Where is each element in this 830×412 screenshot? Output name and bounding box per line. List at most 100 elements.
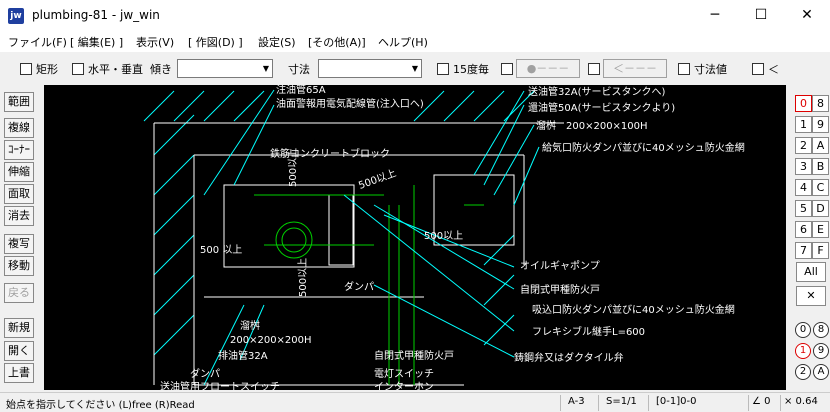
tool-new[interactable]: 新規: [4, 318, 34, 338]
maximize-button[interactable]: ☐: [754, 7, 768, 23]
label-clearance-d: 500以上: [424, 230, 463, 242]
label-fire-door-b: 自閉式甲種防火戸: [374, 349, 454, 362]
group-8[interactable]: 8: [813, 322, 829, 338]
close-button[interactable]: ✕: [801, 7, 813, 23]
deg15-label: 15度毎: [453, 63, 489, 76]
dimension-label: 寸法: [288, 63, 310, 76]
drawing-canvas[interactable]: 注油管65A 油面警報用電気配線管(注入口へ) 送油管32A(サービスタンクへ)…: [44, 85, 786, 390]
label-cast-valve: 鋳鋼弁又はダクタイル弁: [514, 351, 624, 364]
label-rc-block: 鉄筋コンクリートブロック: [270, 147, 390, 160]
layer-f[interactable]: F: [812, 242, 829, 259]
tool-erase[interactable]: 消去: [4, 206, 34, 226]
dim-value-checkbox[interactable]: [678, 63, 690, 75]
label-drain-pit: 溜桝 200×200×100H: [536, 119, 648, 132]
status-scale[interactable]: S=1/1: [606, 396, 637, 407]
label-light-switch: 電灯スイッチ: [374, 368, 434, 380]
status-hint: 始点を指示してください (L)free (R)Read: [6, 400, 195, 411]
tool-move[interactable]: 移動: [4, 256, 34, 276]
layer-e[interactable]: E: [812, 221, 829, 238]
lt-checkbox[interactable]: [752, 63, 764, 75]
hv-checkbox[interactable]: [72, 63, 84, 75]
status-paper[interactable]: A-3: [568, 396, 585, 407]
label-clearance-b: 500以上: [287, 148, 299, 187]
label-gear-pump: オイルギャポンプ: [520, 260, 600, 272]
tool-range[interactable]: 範囲: [4, 92, 34, 112]
tool-corner[interactable]: ｺｰﾅｰ: [4, 140, 34, 160]
tool-save[interactable]: 上書: [4, 363, 34, 383]
toolbar: 矩形 水平・垂直 傾き ▼ 寸法 ▼ 15度毎 ●－－－ ＜－－－ 寸法値 ＜: [0, 55, 830, 83]
menu-view[interactable]: 表示(V): [136, 36, 175, 49]
rect-checkbox[interactable]: [20, 63, 32, 75]
window-title: plumbing-81 - jw_win: [32, 8, 160, 22]
label-fire-door-a: 自閉式甲種防火戸: [520, 283, 600, 296]
label-clearance-a: 500以上: [357, 167, 398, 192]
layer-1[interactable]: 1: [795, 116, 812, 133]
status-zoom[interactable]: × 0.64: [784, 396, 818, 407]
label-pit: 溜桝: [240, 319, 260, 332]
layer-x-button[interactable]: ✕: [796, 286, 826, 306]
group-2[interactable]: 2: [795, 364, 811, 380]
minimize-button[interactable]: ─: [710, 7, 720, 23]
layer-2[interactable]: 2: [795, 137, 812, 154]
circle-mode-checkbox[interactable]: [501, 63, 513, 75]
menu-file[interactable]: ファイル(F): [8, 36, 67, 49]
label-fill-pipe: 注油管65A: [276, 85, 326, 96]
layer-5[interactable]: 5: [795, 200, 812, 217]
label-damper-a: ダンパ: [344, 280, 374, 293]
label-pit-size: 200×200×200H: [230, 335, 312, 346]
cad-drawing: 注油管65A 油面警報用電気配線管(注入口へ) 送油管32A(サービスタンクへ)…: [143, 85, 745, 390]
circle-line-button[interactable]: ●－－－: [516, 59, 580, 78]
menu-help[interactable]: ヘルプ(H): [378, 36, 428, 49]
menu-other[interactable]: [その他(A)]: [308, 36, 366, 49]
label-oil-alarm-conduit: 油面警報用電気配線管(注入口へ): [276, 97, 424, 110]
layer-a[interactable]: A: [812, 137, 829, 154]
arrow-mode-checkbox[interactable]: [588, 63, 600, 75]
slope-combo[interactable]: ▼: [177, 59, 273, 78]
status-angle[interactable]: ∠ 0: [752, 396, 771, 407]
menu-settings[interactable]: 設定(S): [258, 36, 296, 49]
status-layer[interactable]: [0-1]0-0: [656, 396, 697, 407]
deg15-checkbox[interactable]: [437, 63, 449, 75]
arrow-line-button[interactable]: ＜－－－: [603, 59, 667, 78]
label-float-switch: 送油管用フロートスイッチ: [160, 380, 280, 390]
layer-8[interactable]: 8: [812, 95, 829, 112]
tool-offset[interactable]: 複線: [4, 118, 34, 138]
tool-open[interactable]: 開く: [4, 341, 34, 361]
group-1[interactable]: 1: [795, 343, 811, 359]
app-icon: jw: [8, 8, 24, 24]
hv-label: 水平・垂直: [88, 63, 143, 76]
status-divider: [598, 395, 599, 411]
label-flex-joint: フレキシブル継手L=600: [532, 325, 645, 338]
tool-extend[interactable]: 伸縮: [4, 162, 34, 182]
status-divider: [748, 395, 749, 411]
group-9[interactable]: 9: [813, 343, 829, 359]
leader-lines: [203, 89, 540, 386]
label-damper-b: ダンパ: [190, 367, 220, 380]
tool-chamfer[interactable]: 面取: [4, 184, 34, 204]
hatch-walls: [143, 90, 535, 356]
drawing-labels: 注油管65A 油面警報用電気配線管(注入口へ) 送油管32A(サービスタンクへ)…: [160, 85, 745, 390]
status-bar: 始点を指示してください (L)free (R)Read A-3 S=1/1 [0…: [0, 392, 830, 412]
tool-copy[interactable]: 複写: [4, 234, 34, 254]
dim-value-label: 寸法値: [694, 63, 727, 76]
layer-9[interactable]: 9: [812, 116, 829, 133]
label-drain-pipe: 排油管32A: [218, 349, 268, 362]
layer-b[interactable]: B: [812, 158, 829, 175]
group-a[interactable]: A: [813, 364, 829, 380]
lt-label: ＜: [768, 63, 779, 76]
tool-undo[interactable]: 戻る: [4, 283, 34, 303]
group-0[interactable]: 0: [795, 322, 811, 338]
layer-c[interactable]: C: [812, 179, 829, 196]
layer-all-button[interactable]: All: [796, 262, 826, 282]
layer-3[interactable]: 3: [795, 158, 812, 175]
layer-4[interactable]: 4: [795, 179, 812, 196]
layer-0[interactable]: 0: [795, 95, 812, 112]
layer-d[interactable]: D: [812, 200, 829, 217]
dimension-combo[interactable]: ▼: [318, 59, 422, 78]
rect-label: 矩形: [36, 63, 58, 76]
menu-draw[interactable]: [ 作図(D) ]: [188, 36, 243, 49]
layer-7[interactable]: 7: [795, 242, 812, 259]
menu-edit[interactable]: [ 編集(E) ]: [70, 36, 124, 49]
layer-6[interactable]: 6: [795, 221, 812, 238]
status-divider: [560, 395, 561, 411]
